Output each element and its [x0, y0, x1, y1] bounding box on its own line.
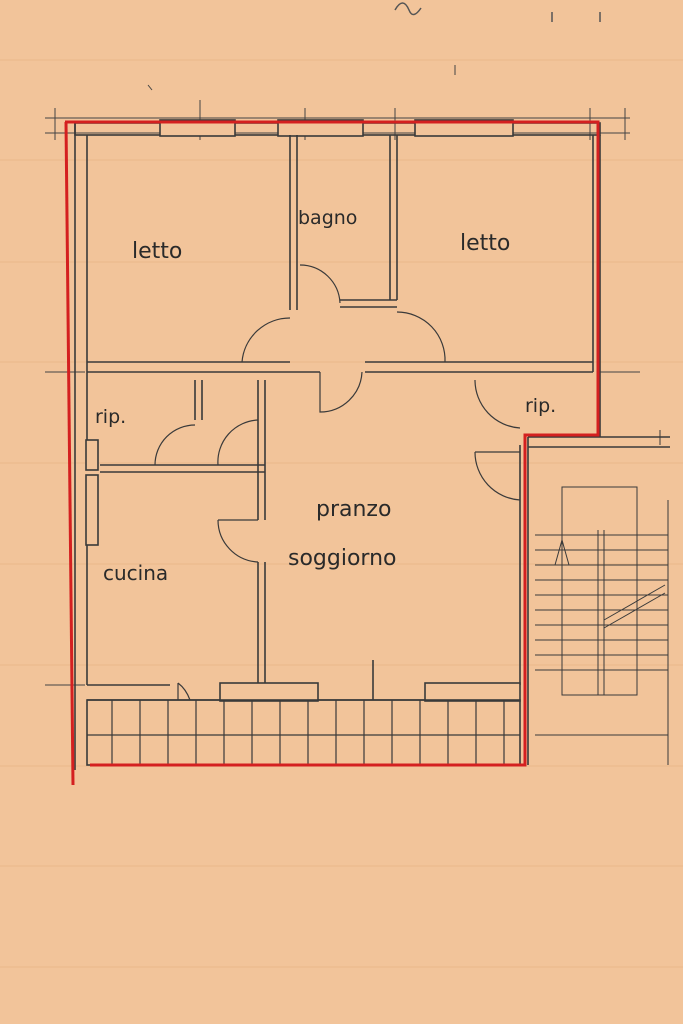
- room-label-storage-left: rip.: [95, 406, 126, 428]
- walls: [74, 119, 670, 770]
- room-label-living-line2: soggiorno: [288, 546, 397, 571]
- room-label-bathroom: bagno: [298, 207, 357, 229]
- room-label-bedroom-left: letto: [132, 239, 182, 264]
- balcony-railing: [87, 700, 520, 765]
- handwriting-scribble: [394, 2, 601, 22]
- apartment-outline: [65, 120, 600, 767]
- room-label-kitchen: cucina: [103, 561, 168, 585]
- room-label-bedroom-right: letto: [460, 231, 510, 256]
- stairwell: [535, 430, 669, 765]
- door-swings: [154, 264, 521, 701]
- dimension-ticks: [45, 65, 640, 686]
- room-label-living-line1: pranzo: [316, 497, 391, 522]
- apartment-outline-left: [64, 121, 75, 786]
- room-label-storage-right: rip.: [525, 395, 556, 417]
